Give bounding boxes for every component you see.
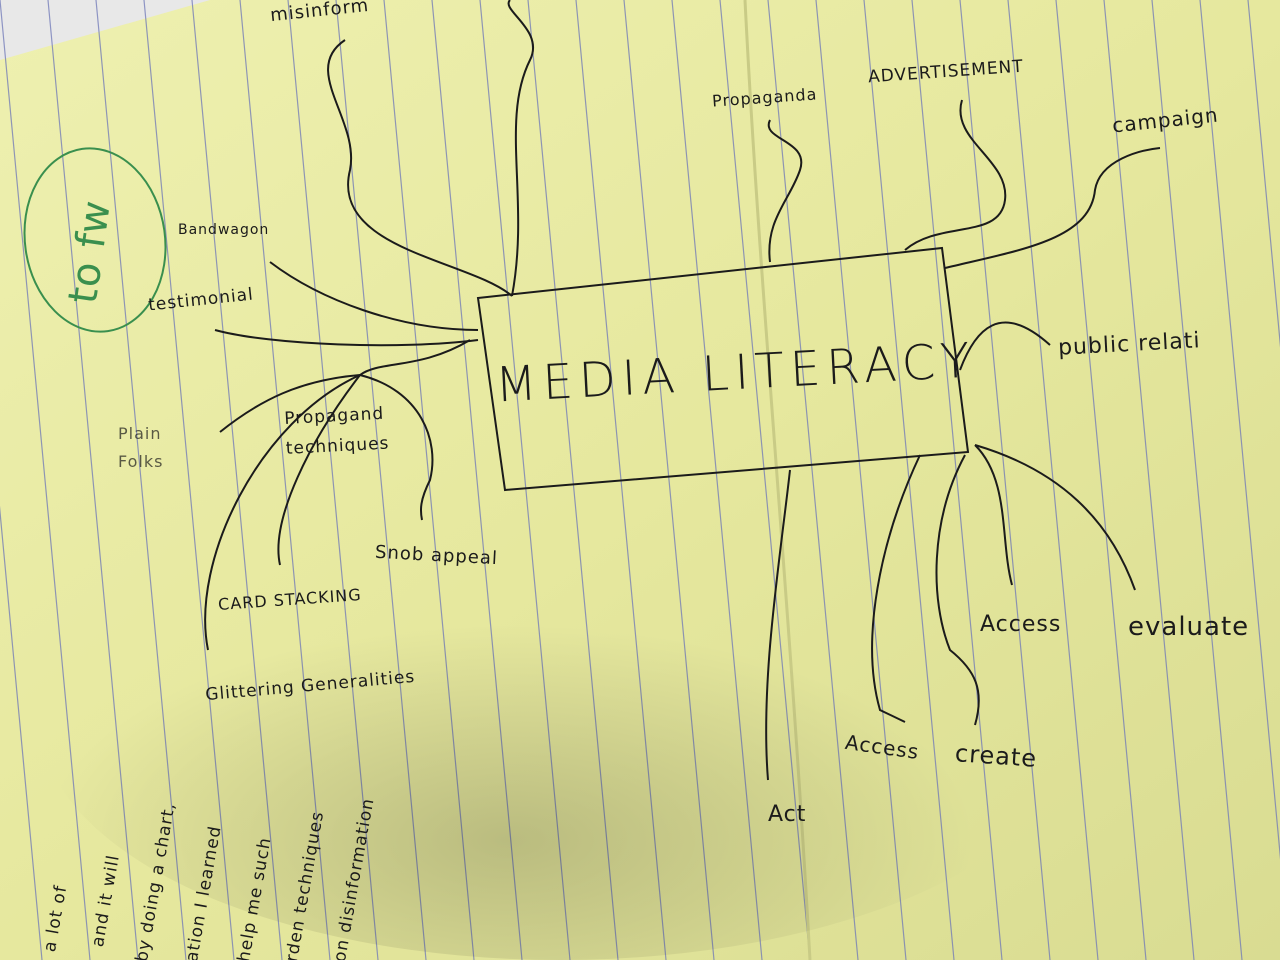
hand-shadow xyxy=(40,480,1080,960)
propaganda-techniques-heading: Propagand techniques xyxy=(283,403,390,459)
technique-bandwagon: Bandwagon xyxy=(178,222,270,238)
ruled-line xyxy=(1007,0,1099,960)
center-box xyxy=(476,246,970,492)
skill-access-1: Access xyxy=(980,612,1062,637)
technique-plain-folks: Plain Folks xyxy=(118,424,164,471)
skill-act: Act xyxy=(768,802,807,827)
mindmap-connectors xyxy=(204,0,1161,781)
ruled-line xyxy=(0,505,43,960)
ruled-line xyxy=(1055,0,1147,960)
green-circle xyxy=(23,147,167,333)
ruled-line xyxy=(1199,0,1280,860)
skill-evaluate: evaluate xyxy=(1128,612,1250,642)
ruled-line xyxy=(1151,0,1243,960)
skill-create: create xyxy=(954,739,1039,773)
ruled-line xyxy=(1247,0,1280,348)
